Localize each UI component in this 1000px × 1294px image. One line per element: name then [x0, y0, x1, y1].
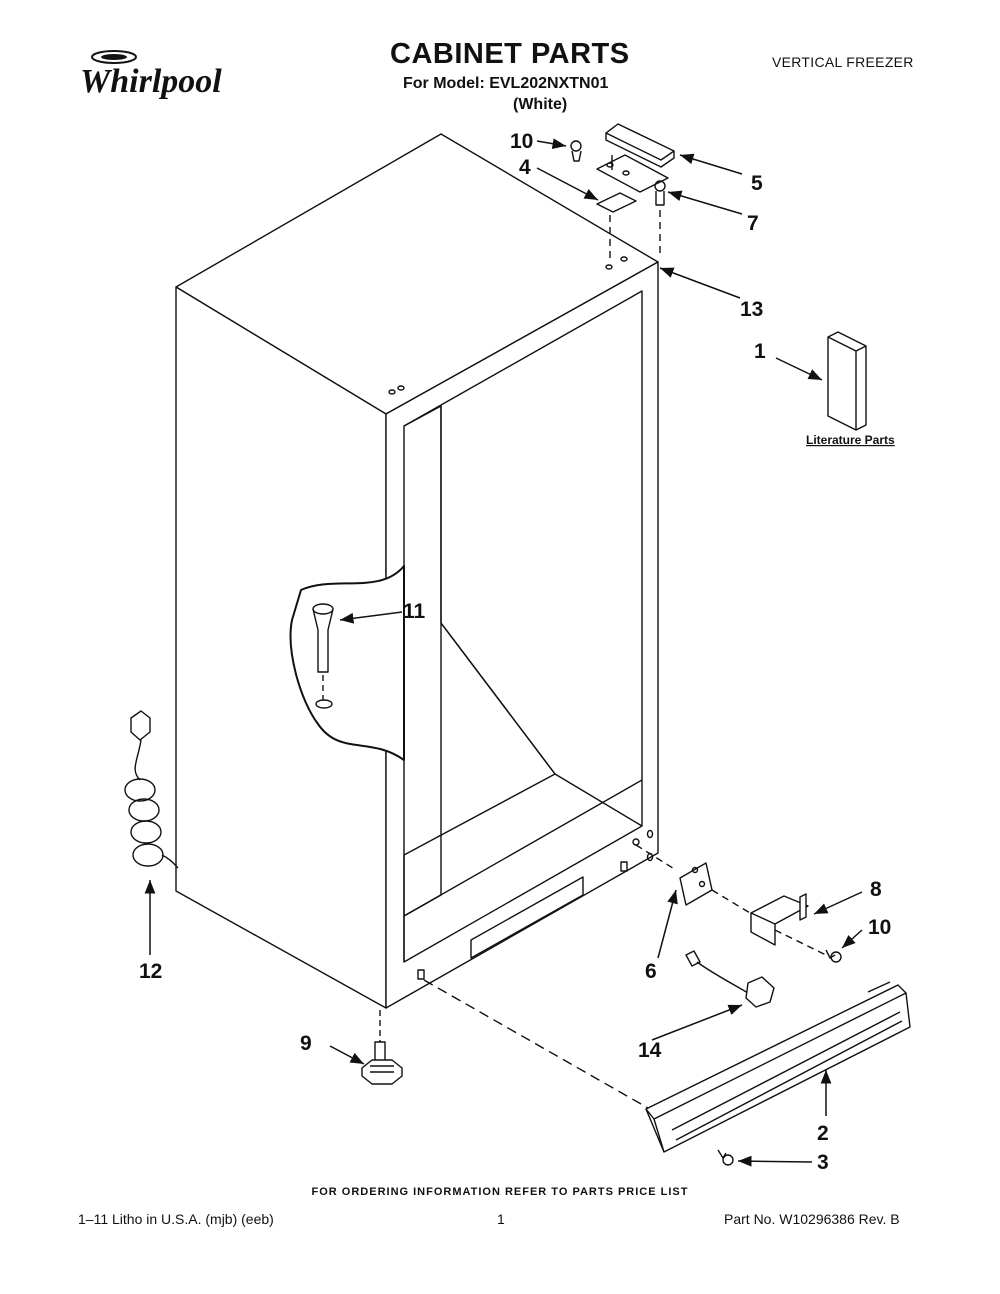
leader-7: [667, 190, 743, 215]
base-grille-part: [423, 979, 911, 1166]
top-hinge-assembly: [570, 123, 675, 262]
callout-10a: 10: [510, 130, 533, 153]
leader-13: [659, 267, 741, 299]
ordering-note: FOR ORDERING INFORMATION REFER TO PARTS …: [311, 1186, 689, 1198]
callout-7: 7: [747, 212, 759, 235]
callout-13: 13: [740, 298, 763, 321]
leader-10b: [841, 929, 863, 949]
leader-8: [813, 891, 863, 915]
callout-4: 4: [519, 156, 531, 179]
shelf-support-part: [312, 603, 334, 700]
model-color: (White): [513, 96, 568, 113]
callout-8: 8: [870, 878, 882, 901]
callout-11: 11: [403, 600, 426, 623]
leader-9: [329, 1045, 365, 1065]
bottom-hinge-assembly: [635, 844, 842, 963]
product-type: VERTICAL FREEZER: [772, 54, 914, 70]
leader-14: [651, 1004, 743, 1041]
part-number: Part No. W10296386 Rev. B: [724, 1211, 900, 1227]
callout-2: 2: [817, 1122, 829, 1145]
leader-4: [536, 167, 599, 201]
callout-1: 1: [754, 340, 766, 363]
literature-parts-label: Literature Parts: [806, 433, 895, 447]
leader-1: [775, 357, 823, 381]
leader-11: [339, 611, 403, 624]
literature-part: [827, 331, 867, 431]
leader-10a: [536, 138, 567, 150]
callout-6: 6: [645, 960, 657, 983]
page-number: 1: [497, 1211, 505, 1227]
litho-info: 1–11 Litho in U.S.A. (mjb) (eeb): [78, 1211, 274, 1227]
page-title: CABINET PARTS: [390, 38, 630, 70]
callout-14: 14: [638, 1039, 662, 1062]
whirlpool-logo: Whirlpool: [80, 50, 222, 100]
wire-harness-part: [685, 950, 775, 1008]
model-number: For Model: EVL202NXTN01: [403, 75, 609, 92]
callout-5: 5: [751, 172, 763, 195]
leveling-leg-part: [361, 1010, 403, 1085]
cabinet-body: [175, 133, 659, 1009]
callout-3: 3: [817, 1151, 829, 1174]
callout-10b: 10: [868, 916, 891, 939]
callout-12: 12: [139, 960, 162, 983]
leader-6: [657, 889, 678, 959]
svg-text:Whirlpool: Whirlpool: [80, 63, 222, 100]
callout-9: 9: [300, 1032, 312, 1055]
leader-5: [679, 153, 743, 175]
leader-3: [737, 1155, 813, 1167]
power-cord-part: [124, 710, 179, 869]
